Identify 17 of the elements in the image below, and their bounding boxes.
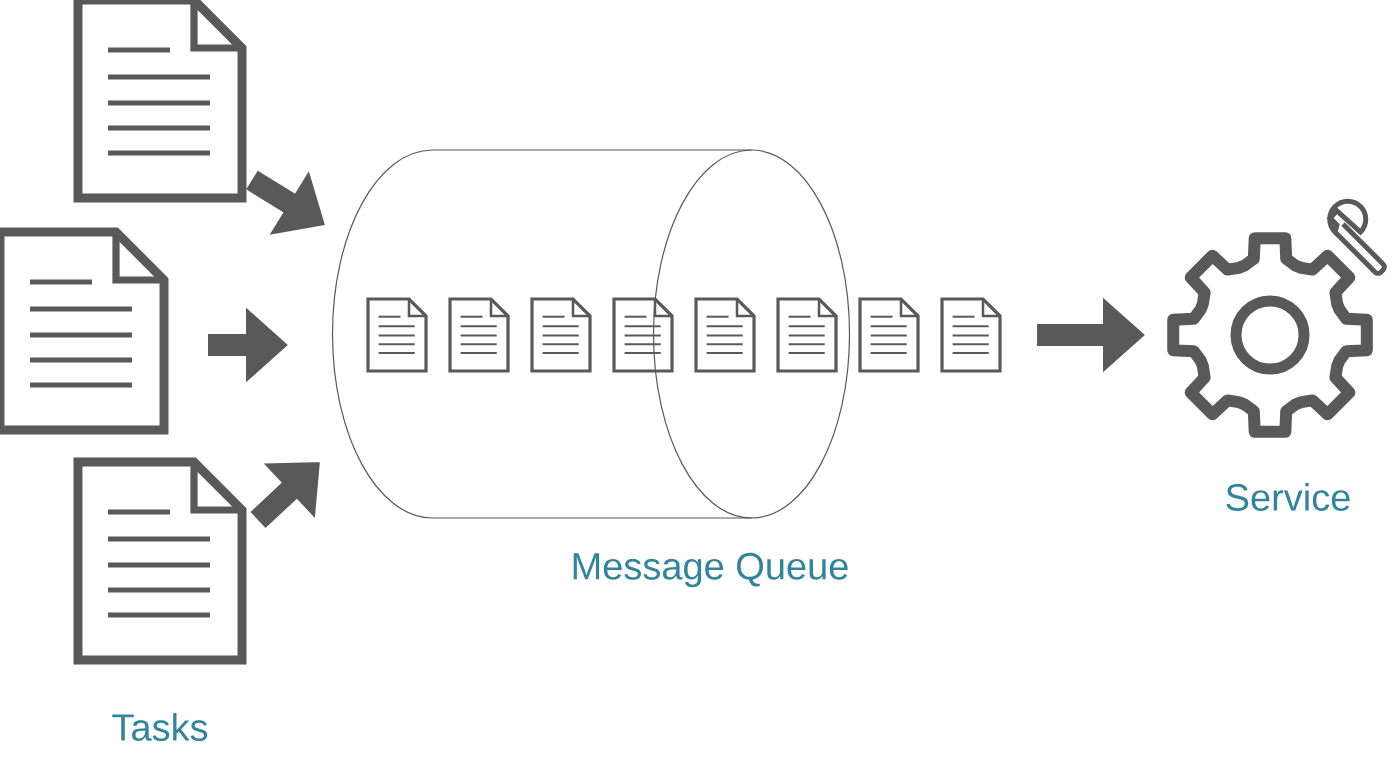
document-icon (530, 297, 592, 373)
document-icon (776, 297, 838, 373)
document-icon (940, 297, 1002, 373)
document-icon (858, 297, 920, 373)
document-icon (0, 227, 169, 435)
group-label: Tasks (112, 713, 208, 741)
document-icon (612, 297, 674, 373)
document-icon (73, 457, 247, 665)
document-icon (694, 297, 756, 373)
block-arrow (250, 462, 320, 528)
document-icon (73, 0, 247, 203)
gear-icon (1167, 198, 1387, 438)
queue-cylinder (331, 149, 851, 519)
node-caption: Message Queue (573, 552, 848, 588)
document-icon (366, 297, 428, 373)
node-caption: Service (1226, 483, 1350, 511)
document-icon (448, 297, 510, 373)
